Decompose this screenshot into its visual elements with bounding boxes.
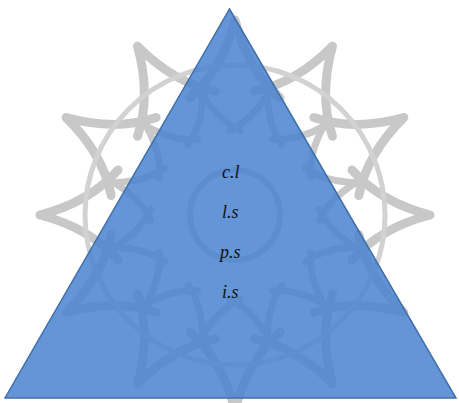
level-label: l.s bbox=[222, 202, 239, 224]
level-label: i.s bbox=[222, 282, 239, 304]
level-label: c.l bbox=[222, 162, 240, 184]
triangle-shape: c.l l.s p.s i.s bbox=[4, 8, 457, 399]
triangle-fill bbox=[5, 9, 456, 398]
level-label: p.s bbox=[220, 242, 241, 264]
